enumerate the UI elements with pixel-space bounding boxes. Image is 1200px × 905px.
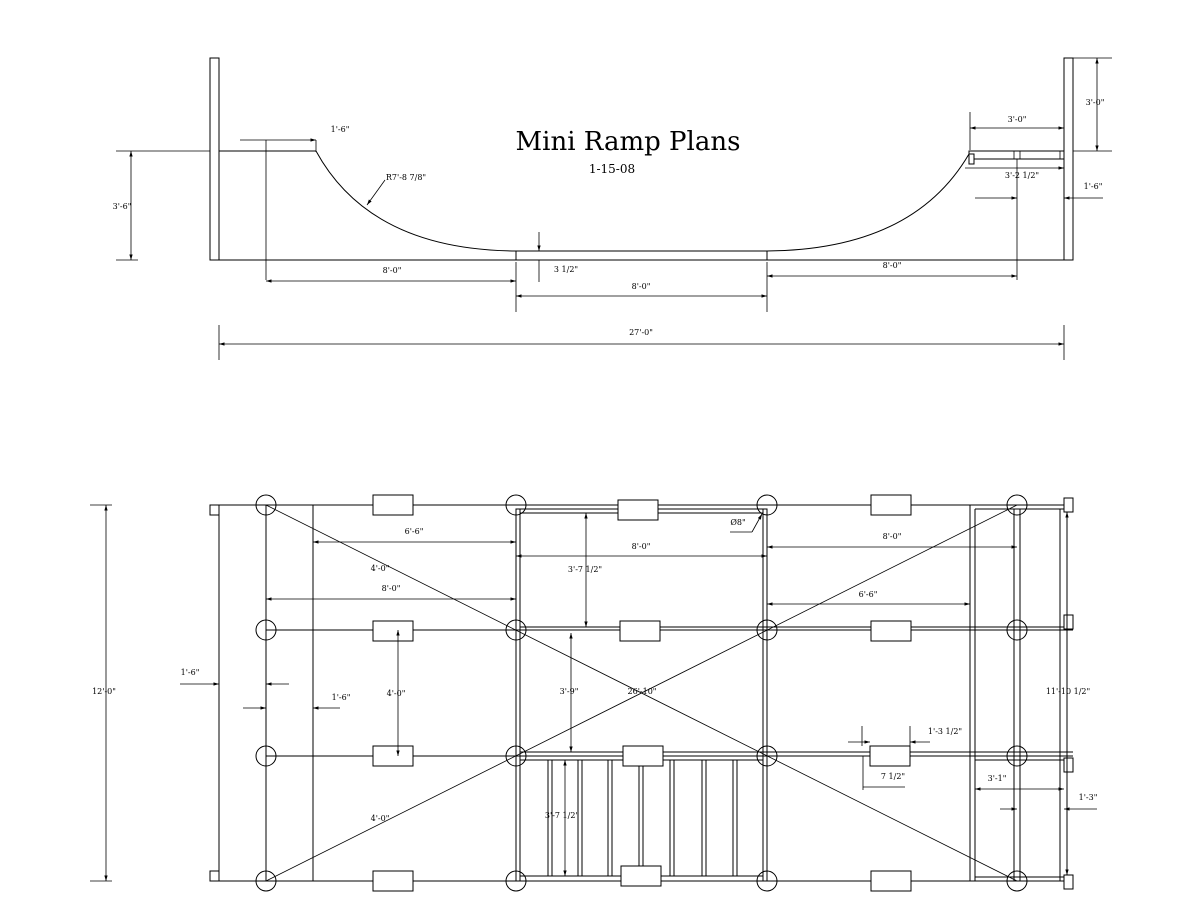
dim-spacing-bottom: 4'-0" xyxy=(371,814,390,823)
dim-transition-right: 8'-0" xyxy=(883,261,902,270)
right-transition-curve xyxy=(766,153,970,252)
dim-flat-offset: 3 1/2" xyxy=(554,265,578,274)
drawing-date: 1-15-08 xyxy=(589,162,635,176)
dim-diagonal: 26'-10" xyxy=(628,687,657,696)
dim-spacing-mid: 4'-0" xyxy=(387,689,406,698)
post xyxy=(1006,494,1028,516)
block xyxy=(870,620,912,642)
post xyxy=(1006,619,1028,641)
post xyxy=(1006,870,1028,892)
dim-left-overhang: 1'-6" xyxy=(181,668,200,677)
post xyxy=(1006,745,1028,767)
post xyxy=(505,745,527,767)
coping xyxy=(968,153,975,165)
block xyxy=(870,494,912,516)
dim-span-6-6-left: 6'-6" xyxy=(405,527,424,536)
dim-center-3-7-top: 3'-7 1/2" xyxy=(568,565,602,574)
dim-center-3-7-bottom: 3'-7 1/2" xyxy=(545,811,579,820)
block xyxy=(620,865,662,887)
left-transition-curve xyxy=(315,150,517,252)
dim-right-width: 11'-10 1/2" xyxy=(1046,687,1090,696)
post xyxy=(505,619,527,641)
plan-view: 12'-0" 1'-6" 1'-6" 6'-6" 8'-0" 4'-0" 4'-… xyxy=(90,494,1098,892)
drawing-title: Mini Ramp Plans xyxy=(516,127,741,157)
dim-spacing-top: 4'-0" xyxy=(371,564,390,573)
block xyxy=(619,620,661,642)
dim-right-6-6: 6'-6" xyxy=(859,590,878,599)
dim-deck-3-1: 3'-1" xyxy=(988,774,1007,783)
dim-hole-dia: Ø8" xyxy=(730,518,745,527)
dim-deck-offset: 3'-2 1/2" xyxy=(1005,171,1039,180)
post xyxy=(505,870,527,892)
block xyxy=(617,499,659,521)
block xyxy=(622,745,664,767)
dim-overall-width: 12'-0" xyxy=(92,687,116,696)
dim-deck-width: 1'-6" xyxy=(331,125,350,134)
right-post xyxy=(1063,57,1074,261)
dim-left-deck: 1'-6" xyxy=(332,693,351,702)
dim-ramp-height: 3'-6" xyxy=(113,202,132,211)
post xyxy=(255,745,277,767)
block xyxy=(372,620,414,642)
post xyxy=(255,619,277,641)
right-deck xyxy=(968,150,1065,160)
dim-deck-1-3: 1'-3" xyxy=(1079,793,1098,802)
left-post xyxy=(209,57,220,261)
dim-deck-length: 3'-0" xyxy=(1008,115,1027,124)
post xyxy=(756,745,778,767)
block xyxy=(372,745,414,767)
post xyxy=(756,870,778,892)
dim-right-8-0: 8'-0" xyxy=(883,532,902,541)
dim-center-8-0: 8'-0" xyxy=(632,542,651,551)
dim-deck-width-right: 1'-6" xyxy=(1084,182,1103,191)
block xyxy=(870,870,912,892)
post xyxy=(255,494,277,516)
block xyxy=(372,870,414,892)
block xyxy=(372,494,414,516)
dim-transition-left: 8'-0" xyxy=(383,266,402,275)
post xyxy=(505,494,527,516)
dim-rail-height: 3'-0" xyxy=(1086,98,1105,107)
diagonal-brace-2 xyxy=(265,504,1018,882)
block xyxy=(869,745,911,767)
post xyxy=(756,494,778,516)
dim-block-1-3: 1'-3 1/2" xyxy=(928,727,962,736)
post xyxy=(255,870,277,892)
post xyxy=(756,619,778,641)
elevation-view: 1'-6" R7'-8 7/8" 3'-6" 3'-0" 3'-0" 3'-2 … xyxy=(113,57,1112,360)
dim-flat-bottom: 8'-0" xyxy=(632,282,651,291)
dim-center-3-9: 3'-9" xyxy=(560,687,579,696)
dim-overall-length: 27'-0" xyxy=(629,328,653,337)
dim-radius: R7'-8 7/8" xyxy=(386,173,426,182)
dim-block-7: 7 1/2" xyxy=(881,772,905,781)
dim-span-8-0-left: 8'-0" xyxy=(382,584,401,593)
